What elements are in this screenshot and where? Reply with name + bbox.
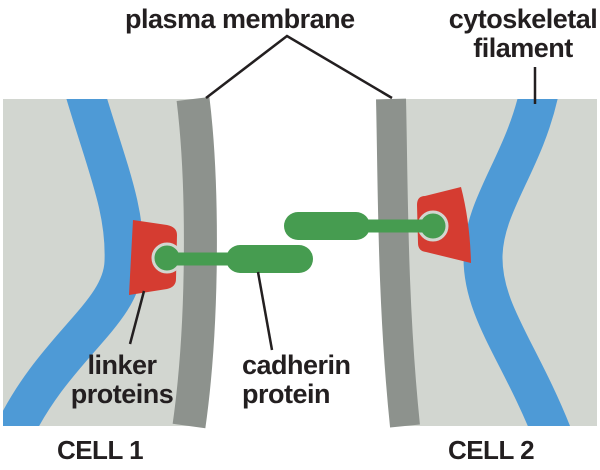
linker-proteins-label-line2: proteins xyxy=(70,379,174,409)
linker-proteins-label: linker proteins xyxy=(42,351,202,409)
cadherin-protein-pointer-line xyxy=(256,271,274,351)
cadherin-capsule-cell1 xyxy=(226,245,313,273)
cell2-caption: CELL 2 xyxy=(447,435,535,465)
cadherin-protein-label-line2: protein xyxy=(242,379,330,409)
cell1-caption: CELL 1 xyxy=(56,435,144,465)
cytoskeletal-filament-label: cytoskeletal filament xyxy=(433,5,600,63)
cadherin-protein-label: cadherin protein xyxy=(242,351,351,409)
plasma-membrane-pointer-lines xyxy=(205,34,393,100)
cadherin-capsule-cell2 xyxy=(284,212,370,240)
linker-proteins-label-line1: linker xyxy=(87,350,157,380)
plasma-membrane-label: plasma membrane xyxy=(125,4,355,34)
cytoskeletal-filament-label-line1: cytoskeletal xyxy=(448,4,598,34)
linker-proteins-pointer-line xyxy=(128,290,146,345)
cytoskeletal-filament-cell2 xyxy=(463,99,572,426)
cytoskeletal-filament-cell1 xyxy=(3,99,144,426)
plasma-membrane-cell2 xyxy=(376,98,420,428)
cytoskeletal-filament-label-line2: filament xyxy=(473,33,573,63)
cadherin-protein-label-line1: cadherin xyxy=(242,350,351,380)
